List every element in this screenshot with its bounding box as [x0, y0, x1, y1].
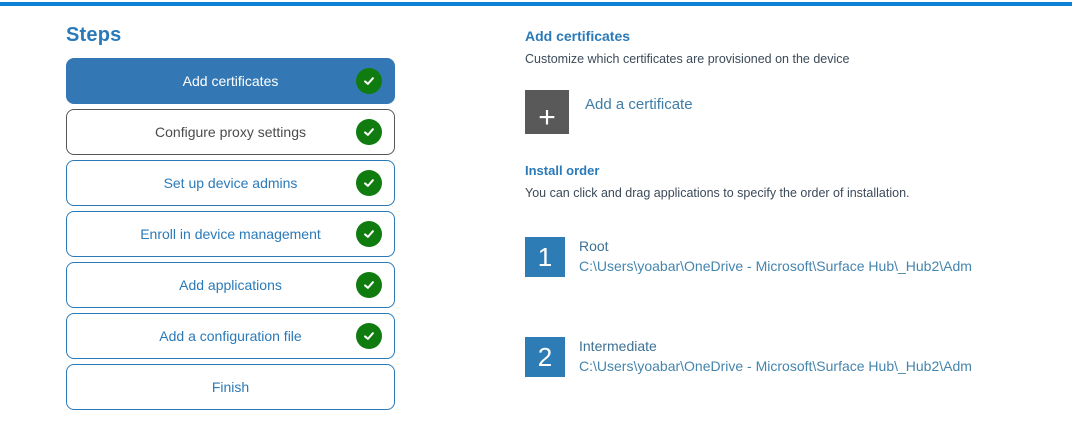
plus-icon: +	[538, 101, 556, 134]
order-number-badge: 1	[525, 237, 565, 277]
install-order-description: You can click and drag applications to s…	[525, 186, 910, 200]
step-label: Enroll in device management	[140, 226, 321, 242]
check-icon	[356, 68, 382, 94]
install-order-item-intermediate[interactable]: 2 Intermediate C:\Users\yoabar\OneDrive …	[525, 337, 1071, 377]
step-finish[interactable]: Finish	[66, 364, 395, 410]
step-add-certificates[interactable]: Add certificates	[66, 58, 395, 104]
step-label: Add a configuration file	[159, 328, 302, 344]
step-label: Add applications	[179, 277, 282, 293]
check-icon	[356, 221, 382, 247]
check-icon	[356, 323, 382, 349]
panel-description: Customize which certificates are provisi…	[525, 52, 850, 66]
add-certificates-panel: Add certificates Customize which certifi…	[525, 24, 1071, 377]
step-set-up-device-admins[interactable]: Set up device admins	[66, 160, 395, 206]
certificate-name: Intermediate	[579, 338, 657, 354]
certificate-path: C:\Users\yoabar\OneDrive - Microsoft\Sur…	[579, 258, 972, 274]
add-certificate-button[interactable]: +	[525, 90, 569, 134]
panel-heading: Add certificates	[525, 28, 631, 44]
certificate-path: C:\Users\yoabar\OneDrive - Microsoft\Sur…	[579, 358, 972, 374]
step-label: Finish	[211, 379, 250, 395]
order-number-badge: 2	[525, 337, 565, 377]
add-certificate-label: Add a certificate	[585, 96, 693, 113]
add-certificate-row: + Add a certificate	[525, 90, 1071, 134]
step-add-applications[interactable]: Add applications	[66, 262, 395, 308]
check-icon	[356, 170, 382, 196]
check-icon	[356, 272, 382, 298]
steps-sidebar: Steps Add certificates Configure proxy s…	[66, 24, 395, 415]
step-enroll-in-device-management[interactable]: Enroll in device management	[66, 211, 395, 257]
top-accent-bar	[0, 2, 1072, 6]
step-label: Configure proxy settings	[155, 124, 306, 140]
steps-title: Steps	[66, 24, 122, 46]
step-add-a-configuration-file[interactable]: Add a configuration file	[66, 313, 395, 359]
check-icon	[356, 119, 382, 145]
install-order-item-root[interactable]: 1 Root C:\Users\yoabar\OneDrive - Micros…	[525, 237, 1071, 277]
step-label: Add certificates	[182, 73, 279, 89]
certificate-info: Root C:\Users\yoabar\OneDrive - Microsof…	[579, 237, 972, 274]
certificate-name: Root	[579, 238, 609, 254]
step-configure-proxy-settings[interactable]: Configure proxy settings	[66, 109, 395, 155]
certificate-info: Intermediate C:\Users\yoabar\OneDrive - …	[579, 337, 972, 374]
install-order-heading: Install order	[525, 163, 600, 178]
step-label: Set up device admins	[163, 175, 298, 191]
